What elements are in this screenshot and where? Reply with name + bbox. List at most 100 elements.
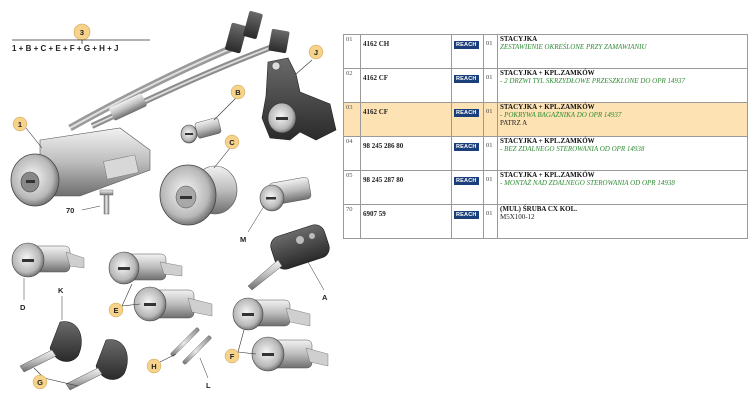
svg-text:A: A (322, 293, 328, 302)
lock-cylinder-part-b (180, 117, 222, 144)
quantity: 01 (483, 102, 498, 137)
row-number: 70 (343, 204, 361, 239)
reach-badge[interactable]: REACH (454, 109, 479, 117)
label-d: D (20, 278, 26, 312)
callout-b: B (213, 84, 246, 121)
reach-badge-cell: REACH (451, 204, 484, 239)
svg-text:B: B (235, 88, 241, 97)
part-description: STACYJKA + KPL.ZAMKÓW- BEZ ZDALNEGO STER… (497, 136, 748, 171)
callout-e: E (108, 283, 141, 318)
reach-badge[interactable]: REACH (454, 211, 479, 219)
callout-j: J (295, 44, 324, 75)
part-name: STACYJKA + KPL.ZAMKÓW (500, 69, 595, 77)
parts-diagram: 3 1 + B + C + E + F + G + H + J (10, 11, 337, 391)
part-note: ZESTAWIENIE OKREŚLONE PRZY ZAMAWIANIU (500, 43, 647, 51)
part-name: STACYJKA + KPL.ZAMKÓW (500, 103, 595, 111)
lock-cylinder-part-m (259, 177, 312, 212)
svg-text:M: M (240, 235, 246, 244)
svg-text:70: 70 (66, 206, 74, 215)
part-reference[interactable]: 4162 CF (360, 102, 452, 137)
label-70: 70 (66, 205, 101, 215)
quantity: 01 (483, 136, 498, 171)
key-part-g (65, 339, 128, 391)
svg-text:H: H (151, 362, 156, 371)
part-reference[interactable]: 98 245 286 80 (360, 136, 452, 171)
callout-g: G (32, 367, 79, 390)
svg-text:L: L (206, 381, 211, 390)
part-reference[interactable]: 98 245 287 80 (360, 170, 452, 205)
lock-cylinder-part-c (159, 164, 238, 226)
reach-badge[interactable]: REACH (454, 177, 479, 185)
reach-badge[interactable]: REACH (454, 41, 479, 49)
part-reference[interactable]: 4162 CH (360, 34, 452, 69)
reach-badge-cell: REACH (451, 136, 484, 171)
quantity: 01 (483, 34, 498, 69)
svg-text:D: D (20, 303, 26, 312)
part-name: STACYJKA + KPL.ZAMKÓW (500, 171, 595, 179)
svg-text:F: F (230, 352, 235, 361)
lock-assembly-part-j (261, 57, 337, 141)
part-note: - MONTAŻ NAD ZDALNEGO STEROWANIA OD OPR … (500, 179, 675, 187)
reach-badge-cell: REACH (451, 102, 484, 137)
label-m: M (240, 205, 265, 244)
quantity: 01 (483, 204, 498, 239)
row-number: 02 (343, 68, 361, 103)
part-note: - 2 DRZWI TYL SKRZYDŁOWE PRZESZKLONE DO … (500, 77, 686, 85)
part-note: - POKRYWA BAGAŻNIKA DO OPR 14937 (500, 111, 622, 119)
cable-harness (68, 11, 290, 132)
reach-badge-cell: REACH (451, 68, 484, 103)
label-k: K (58, 286, 64, 320)
part-extra: M5X100-12 (500, 213, 535, 221)
svg-text:K: K (58, 286, 64, 295)
svg-text:1: 1 (18, 120, 22, 129)
part-name: (MUL) ŚRUBA CX KOL. (500, 205, 578, 213)
callout-1: 1 (12, 116, 43, 149)
svg-text:C: C (229, 138, 235, 147)
row-number: 04 (343, 136, 361, 171)
legend-formula: 1 + B + C + E + F + G + H + J (12, 44, 119, 53)
part-name: STACYJKA + KPL.ZAMKÓW (500, 137, 595, 145)
callout-f: F (224, 329, 257, 364)
remote-key-part-a (247, 224, 330, 291)
lock-cylinder-part-f (232, 297, 329, 372)
part-reference[interactable]: 4162 CF (360, 68, 452, 103)
callout-c: C (213, 134, 240, 169)
part-note: - BEZ ZDALNEGO STEROWANIA OD OPR 14938 (500, 145, 645, 153)
svg-text:J: J (314, 48, 318, 57)
part-description: STACYJKA + KPL.ZAMKÓW- POKRYWA BAGAŻNIKA… (497, 102, 748, 137)
lock-cylinder-part-d (11, 242, 85, 278)
part-extra: PATRZ A (500, 119, 528, 127)
part-description: STACYJKA + KPL.ZAMKÓW- MONTAŻ NAD ZDALNE… (497, 170, 748, 205)
svg-text:E: E (113, 306, 118, 315)
row-number: 05 (343, 170, 361, 205)
key-part-k (19, 321, 82, 373)
part-description: (MUL) ŚRUBA CX KOL.M5X100-12 (497, 204, 748, 239)
row-number: 01 (343, 34, 361, 69)
reach-badge-cell: REACH (451, 170, 484, 205)
part-description: STACYJKA + KPL.ZAMKÓW- 2 DRZWI TYL SKRZY… (497, 68, 748, 103)
label-a: A (307, 261, 328, 302)
callout-h: H (146, 353, 177, 374)
label-l: L (199, 357, 211, 390)
screw-part-70 (99, 189, 114, 215)
svg-text:G: G (37, 378, 43, 387)
pin-part-h (170, 327, 212, 365)
row-number: 03 (343, 102, 361, 137)
legend-badge-label: 3 (80, 28, 84, 37)
quantity: 01 (483, 68, 498, 103)
lock-cylinder-part-e (108, 251, 213, 322)
reach-badge[interactable]: REACH (454, 143, 479, 151)
part-name: STACYJKA (500, 35, 538, 43)
legend: 3 1 + B + C + E + F + G + H + J (12, 23, 150, 53)
part-reference[interactable]: 6907 59 (360, 204, 452, 239)
reach-badge[interactable]: REACH (454, 75, 479, 83)
ignition-switch-part-1 (10, 127, 151, 207)
